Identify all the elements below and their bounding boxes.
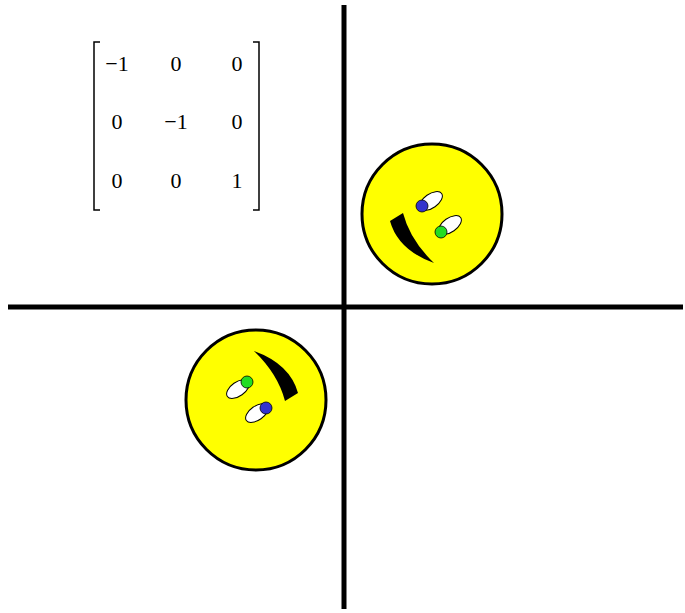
left-bracket — [94, 42, 100, 210]
axes — [8, 5, 683, 609]
matrix-brackets — [94, 42, 259, 210]
right-bracket — [253, 42, 259, 210]
rotated-smiley-face — [186, 330, 326, 470]
x-axis — [8, 305, 683, 310]
matrix-entry: −1 — [105, 53, 128, 75]
matrix-entry: 1 — [232, 170, 243, 192]
matrix-entry: 0 — [232, 53, 243, 75]
matrix-entry: 0 — [171, 170, 182, 192]
matrix-entry: 0 — [171, 53, 182, 75]
matrix-entry: 0 — [112, 111, 123, 133]
matrix-entry: 0 — [112, 170, 123, 192]
smiley-face — [362, 144, 502, 284]
matrix-entry: −1 — [164, 111, 187, 133]
matrix-entry: 0 — [232, 111, 243, 133]
